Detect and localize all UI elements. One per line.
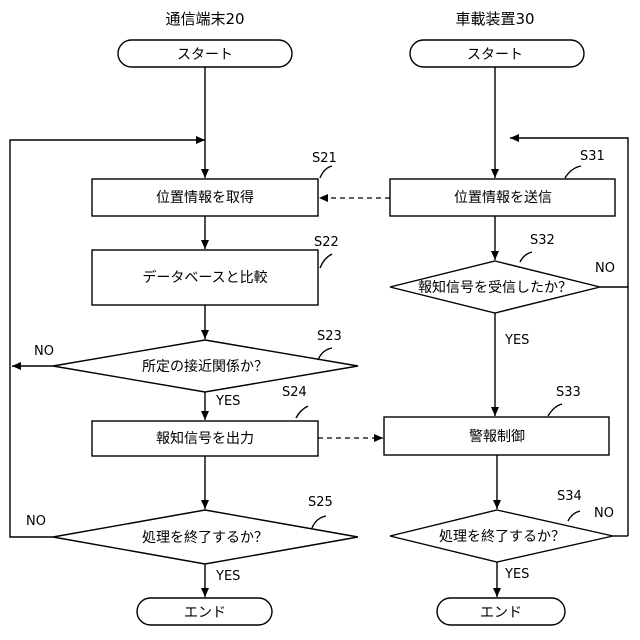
left-s25-leader (312, 516, 326, 528)
right-s31-leader (565, 166, 581, 178)
right-start-label: スタート (467, 47, 523, 63)
right-s31-step: S31 (580, 149, 605, 164)
left-s23-no-label: NO (34, 344, 54, 359)
left-s25-label: 処理を終了するか？ (142, 530, 268, 546)
right-end-label: エンド (480, 605, 522, 621)
left-s21-leader (320, 166, 332, 178)
right-s32-label: 報知信号を受信したか？ (418, 279, 572, 296)
left-s25-no-label: NO (26, 514, 46, 529)
left-s22-step: S22 (314, 235, 339, 250)
left-s25-step: S25 (308, 495, 333, 510)
right-s34-yes-label: YES (504, 567, 529, 582)
left-s25-yes-label: YES (215, 569, 240, 584)
left-s23-step: S23 (317, 329, 342, 344)
right-s32-yes-label: YES (504, 333, 529, 348)
header-right: 車載装置30 (455, 10, 534, 28)
left-s24-leader (296, 406, 308, 418)
right-s32-no-label: NO (595, 261, 615, 276)
right-s34-label: 処理を終了するか？ (439, 529, 565, 545)
left-s21-step: S21 (312, 151, 337, 166)
right-s32-leader (520, 252, 532, 262)
right-s32-step: S32 (530, 233, 555, 248)
left-s23-label: 所定の接近関係か？ (142, 358, 268, 375)
right-s33-step: S33 (556, 385, 581, 400)
right-s31-label: 位置情報を送信 (454, 190, 552, 206)
right-s34-no-label: NO (594, 506, 614, 521)
left-s24-step: S24 (282, 385, 307, 400)
left-s21-label: 位置情報を取得 (156, 189, 254, 206)
right-s33-leader (548, 404, 562, 416)
left-s22-label: データベースと比較 (142, 269, 267, 286)
right-s34-leader (568, 511, 580, 521)
left-start-label: スタート (177, 47, 233, 63)
right-s33-label: 警報制御 (469, 429, 525, 445)
left-end-label: エンド (184, 605, 226, 621)
right-s34-step: S34 (557, 489, 582, 504)
left-s23-leader (318, 348, 332, 360)
left-s22-leader (320, 254, 332, 268)
header-left: 通信端末20 (165, 10, 244, 28)
left-s24-label: 報知信号を出力 (156, 430, 254, 447)
left-s23-yes-label: YES (215, 394, 240, 409)
